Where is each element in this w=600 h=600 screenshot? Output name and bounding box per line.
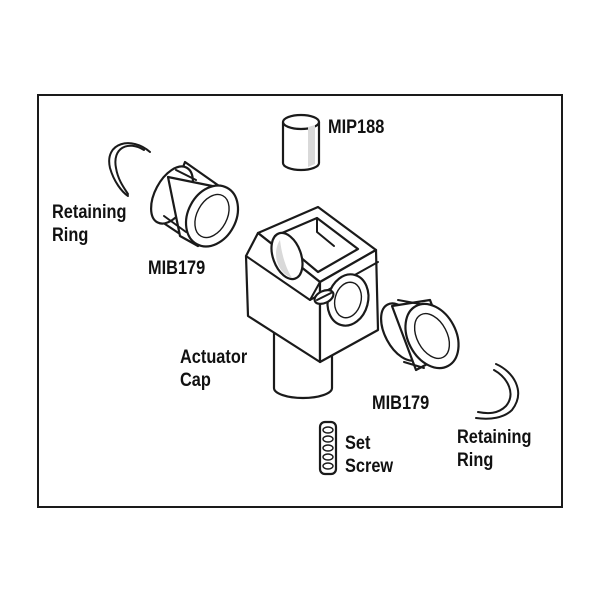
mib179-bushing-right [379, 298, 460, 372]
label-set-screw-line2: Screw [345, 456, 394, 477]
label-retaining-ring-left: Retaining Ring [52, 201, 126, 247]
mib179-bushing-left [149, 160, 240, 248]
label-actuator-cap-line2: Cap [180, 370, 211, 391]
label-mip188: MIP188 [328, 116, 384, 139]
label-retaining-ring-right: Retaining Ring [457, 426, 531, 472]
label-retaining-ring-left-line1: Retaining [52, 202, 127, 223]
retaining-ring-right [475, 363, 520, 420]
set-screw [318, 420, 338, 476]
label-actuator-cap-line1: Actuator [180, 347, 248, 368]
label-mib179-left: MIB179 [148, 257, 205, 280]
label-actuator-cap: Actuator Cap [180, 346, 247, 392]
label-mip188-text: MIP188 [328, 117, 385, 138]
retaining-ring-left [108, 142, 151, 197]
label-set-screw: Set Screw [345, 432, 393, 478]
label-retaining-ring-left-line2: Ring [52, 225, 89, 246]
actuator-cap-body [244, 205, 380, 400]
label-mib179-right: MIB179 [372, 392, 429, 415]
label-retaining-ring-right-line2: Ring [457, 450, 494, 471]
label-mib179-left-text: MIB179 [148, 258, 206, 279]
mip188-pin [281, 113, 321, 172]
label-retaining-ring-right-line1: Retaining [457, 427, 532, 448]
diagram-frame [37, 94, 563, 508]
label-mib179-right-text: MIB179 [372, 393, 430, 414]
label-set-screw-line1: Set [345, 433, 371, 454]
